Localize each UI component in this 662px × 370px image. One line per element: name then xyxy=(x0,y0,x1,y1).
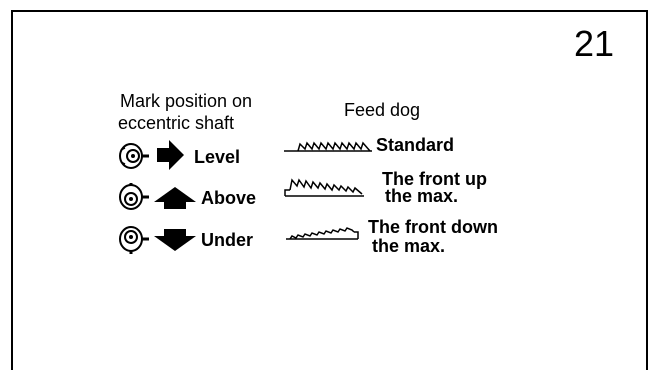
arrow-up-icon xyxy=(154,187,196,209)
page-number: 21 xyxy=(574,23,615,64)
result-front-up-line2: the max. xyxy=(385,186,459,206)
result-front-down-line1: The front down xyxy=(368,217,498,237)
position-above-label: Above xyxy=(201,188,257,208)
feed-dog-front-up-icon xyxy=(284,178,364,197)
result-front-up-line1: The front up xyxy=(382,169,487,189)
arrow-down-icon xyxy=(154,229,196,251)
eccentric-shaft-mark-level-icon xyxy=(119,143,149,169)
result-front-down-line2: the max. xyxy=(372,236,446,256)
result-standard-label: Standard xyxy=(376,135,455,155)
position-under-label: Under xyxy=(201,230,254,250)
header-mark-position-line2: eccentric shaft xyxy=(118,113,235,133)
feed-dog-standard-icon xyxy=(284,141,372,152)
eccentric-shaft-mark-under-icon xyxy=(119,226,149,254)
feed-dog-front-down-icon xyxy=(286,227,359,240)
page-frame xyxy=(11,10,648,370)
arrow-right-icon xyxy=(157,140,184,170)
header-mark-position-line1: Mark position on xyxy=(120,91,253,111)
eccentric-shaft-mark-above-icon xyxy=(119,183,149,210)
header-feed-dog: Feed dog xyxy=(344,100,421,120)
position-level-label: Level xyxy=(194,147,241,167)
